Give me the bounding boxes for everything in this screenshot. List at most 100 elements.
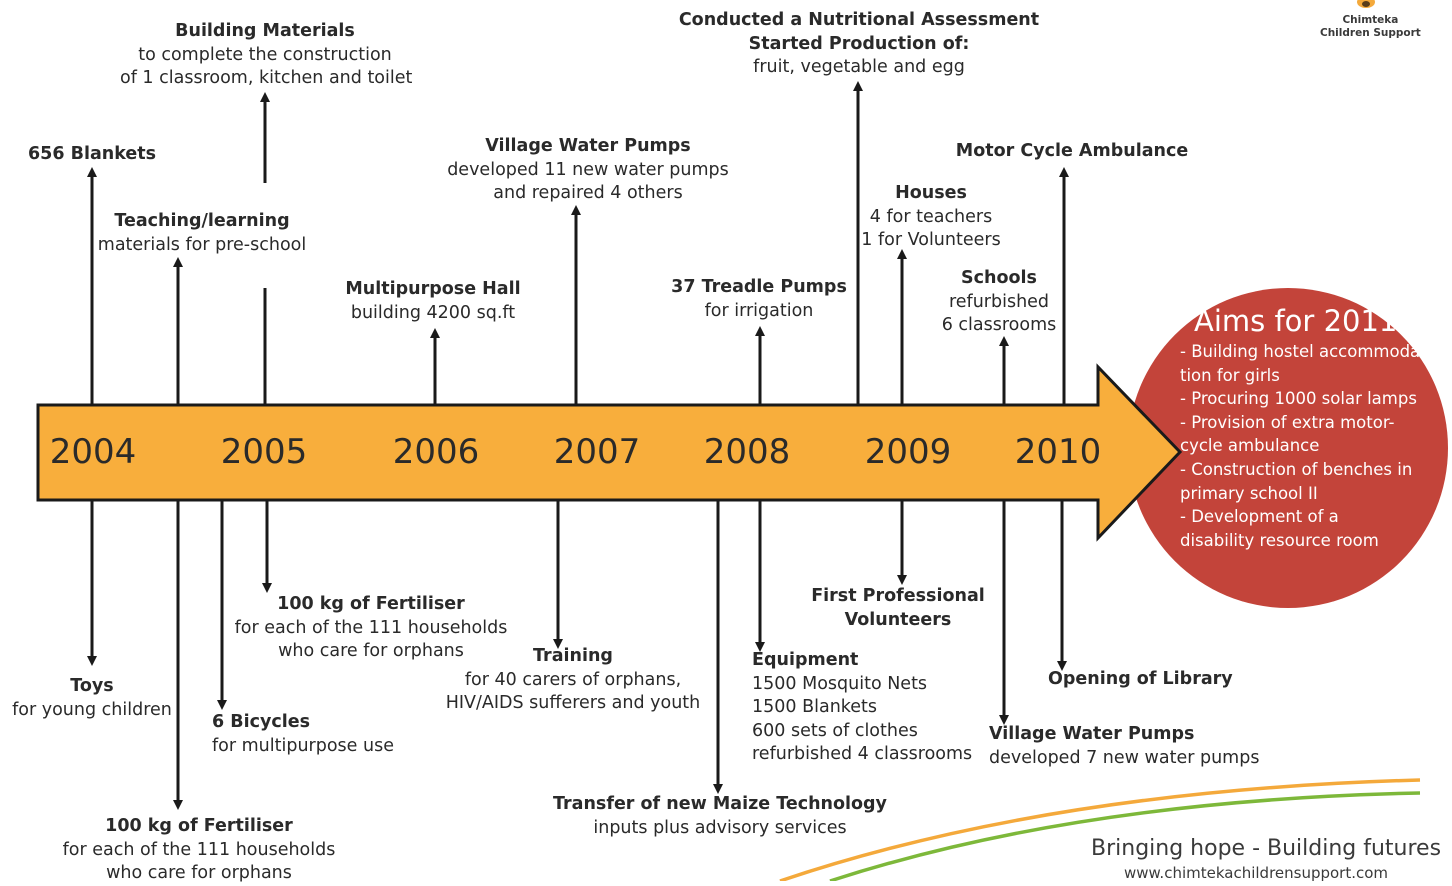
- event-line: for irrigation: [704, 300, 814, 321]
- event-opening-library: Opening of Library: [1048, 668, 1233, 692]
- event-bicycles: 6 Bicycles for multipurpose use: [212, 711, 394, 758]
- event-line: developed 7 new water pumps: [989, 747, 1260, 768]
- event-line: 1500 Blankets: [752, 697, 878, 717]
- event-title: Motor Cycle Ambulance: [955, 141, 1189, 161]
- event-line: inputs plus advisory services: [593, 817, 847, 838]
- event-line: for young children: [12, 699, 172, 720]
- event-656-blankets: 656 Blankets: [28, 143, 156, 167]
- event-first-volunteers: First Professional Volunteers: [808, 585, 988, 632]
- event-toys: Toys for young children: [6, 675, 178, 722]
- aims-item: - Development of a: [1180, 507, 1339, 527]
- event-line: 4 for teachers: [869, 206, 993, 227]
- event-title: Training: [533, 646, 613, 666]
- event-fertiliser-2004: 100 kg of Fertiliser for each of the 111…: [58, 815, 340, 886]
- event-title: Conducted a Nutritional Assessment: [678, 10, 1040, 30]
- event-title: First Professional: [811, 586, 985, 606]
- year-2006: 2006: [392, 432, 480, 472]
- event-line: of 1 classroom, kitchen and toilet: [120, 68, 413, 88]
- event-motor-cycle-ambulance: Motor Cycle Ambulance: [952, 140, 1192, 164]
- chimteka-logo-icon: [1357, 0, 1375, 8]
- event-title: 656 Blankets: [28, 144, 157, 164]
- down-arrows: [87, 500, 1067, 810]
- event-line: who care for orphans: [278, 641, 464, 661]
- event-title-2: Started Production of:: [748, 33, 970, 54]
- event-village-water-pumps-2010: Village Water Pumps developed 7 new wate…: [989, 723, 1259, 770]
- footer-website-link[interactable]: www.chimtekachildrensupport.com: [1124, 864, 1389, 882]
- year-2004: 2004: [49, 432, 137, 472]
- event-line: for each of the 111 households: [234, 617, 508, 638]
- year-2008: 2008: [703, 432, 791, 472]
- event-line: 1500 Mosquito Nets: [752, 673, 928, 694]
- timeline-arrow: [36, 363, 1183, 542]
- event-title: Multipurpose Hall: [345, 279, 521, 299]
- event-title: 100 kg of Fertiliser: [105, 816, 293, 836]
- event-title: Opening of Library: [1048, 669, 1233, 689]
- event-multipurpose-hall: Multipurpose Hall building 4200 sq.ft: [343, 278, 523, 325]
- event-line: who care for orphans: [106, 863, 292, 883]
- event-title-2: Volunteers: [844, 609, 952, 630]
- event-line: building 4200 sq.ft: [350, 302, 516, 323]
- event-equipment: Equipment 1500 Mosquito Nets 1500 Blanke…: [752, 649, 972, 767]
- event-title: Equipment: [752, 650, 859, 670]
- event-village-water-pumps-2007: Village Water Pumps developed 11 new wat…: [446, 135, 730, 206]
- event-line: for each of the 111 households: [62, 839, 336, 860]
- event-title: 100 kg of Fertiliser: [277, 594, 465, 614]
- event-line: for 40 carers of orphans,: [464, 669, 682, 690]
- event-nutritional-assessment: Conducted a Nutritional Assessment Start…: [676, 9, 1042, 80]
- event-line: fruit, vegetable and egg: [753, 57, 965, 77]
- event-line: and repaired 4 others: [493, 183, 683, 203]
- up-arrows: [87, 81, 1069, 405]
- footer-swoosh-green: [829, 791, 1421, 881]
- year-2009: 2009: [864, 432, 952, 472]
- event-schools: Schools refurbished 6 classrooms: [938, 267, 1060, 338]
- event-line: developed 11 new water pumps: [447, 159, 729, 180]
- event-line: materials for pre-school: [97, 234, 307, 255]
- aims-circle: [1128, 288, 1448, 608]
- event-title: 6 Bicycles: [212, 712, 311, 732]
- event-line: to complete the construction: [138, 44, 392, 65]
- event-line: refurbished 4 classrooms: [752, 744, 973, 764]
- event-teaching-learning: Teaching/learning materials for pre-scho…: [92, 210, 312, 257]
- year-2010: 2010: [1014, 432, 1102, 472]
- footer-tagline: Bringing hope - Building futures: [1091, 836, 1442, 861]
- year-2005: 2005: [220, 432, 308, 472]
- event-houses: Houses 4 for teachers 1 for Volunteers: [856, 182, 1006, 253]
- event-line: 6 classrooms: [941, 315, 1057, 335]
- event-title: Houses: [895, 183, 967, 203]
- event-title: Schools: [961, 268, 1037, 288]
- event-line: for multipurpose use: [212, 735, 394, 756]
- aims-item: - Provision of extra motor-: [1180, 412, 1395, 432]
- event-title: Village Water Pumps: [485, 136, 691, 156]
- aims-title: Aims for 2011: [1194, 304, 1398, 338]
- aims-list: - Building hostel accommoda- tion for gi…: [1180, 340, 1426, 552]
- event-line: 600 sets of clothes: [752, 720, 918, 741]
- aims-item: disability resource room: [1180, 530, 1379, 550]
- aims-item: cycle ambulance: [1180, 436, 1320, 456]
- event-building-materials: Building Materials to complete the const…: [120, 20, 413, 91]
- event-training: Training for 40 carers of orphans, HIV/A…: [438, 645, 708, 716]
- event-title: 37 Treadle Pumps: [671, 277, 847, 297]
- event-title: Building Materials: [175, 21, 355, 41]
- event-treadle-pumps: 37 Treadle Pumps for irrigation: [666, 276, 852, 323]
- aims-item: - Procuring 1000 solar lamps: [1180, 389, 1417, 409]
- event-maize-technology: Transfer of new Maize Technology inputs …: [545, 793, 895, 840]
- footer-swoosh-orange: [779, 778, 1421, 881]
- event-line: 1 for Volunteers: [861, 230, 1001, 250]
- logo-text: Chimteka Children Support: [1320, 14, 1421, 40]
- year-2007: 2007: [553, 432, 641, 472]
- event-title: Teaching/learning: [114, 211, 290, 231]
- logo-line-2: Children Support: [1320, 27, 1421, 39]
- aims-item: - Construction of benches in: [1180, 459, 1413, 479]
- event-title: Transfer of new Maize Technology: [553, 794, 887, 814]
- event-title: Toys: [70, 676, 114, 696]
- event-line: refurbished: [948, 291, 1050, 312]
- event-title: Village Water Pumps: [989, 724, 1195, 744]
- aims-item: - Building hostel accommoda-: [1180, 342, 1427, 361]
- aims-item: primary school II: [1180, 483, 1318, 503]
- event-line: HIV/AIDS sufferers and youth: [445, 693, 701, 713]
- logo-line-1: Chimteka: [1342, 14, 1399, 26]
- aims-item: tion for girls: [1180, 365, 1280, 385]
- event-fertiliser-2005: 100 kg of Fertiliser for each of the 111…: [230, 593, 512, 664]
